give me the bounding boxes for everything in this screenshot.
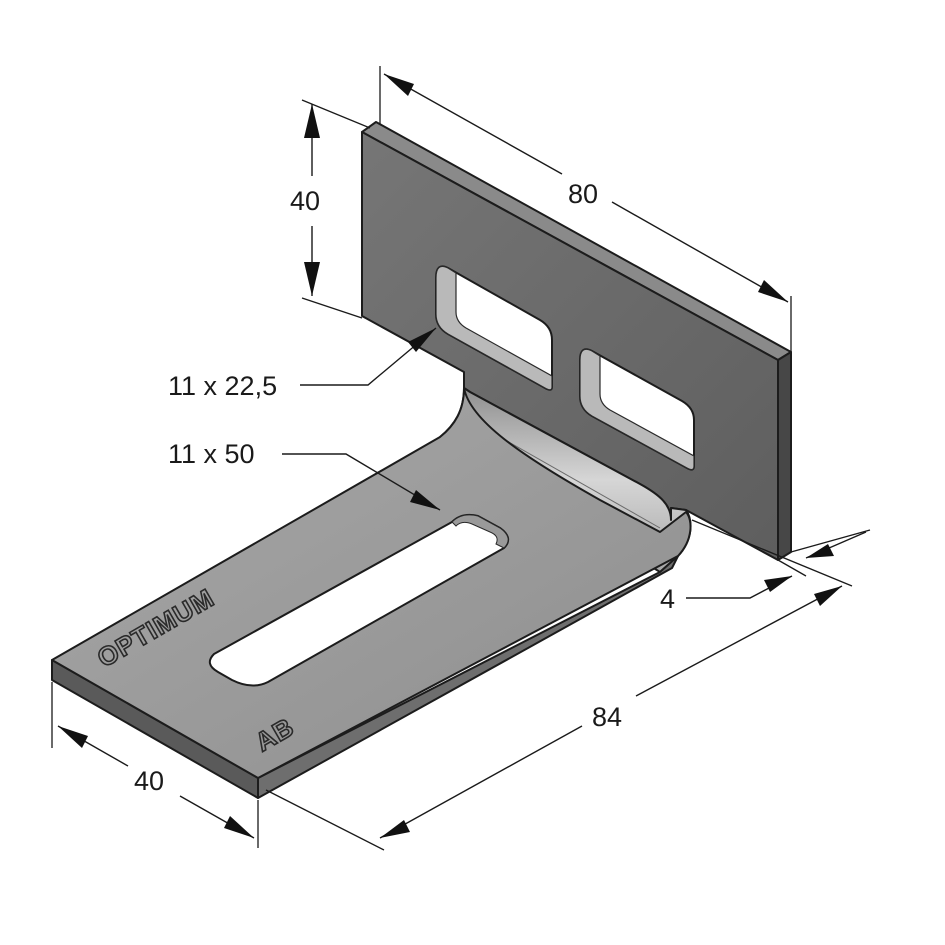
dim-thickness-label: 4 bbox=[660, 584, 675, 614]
dim-base-length: 84 bbox=[265, 519, 853, 851]
dim-thickness: 4 bbox=[660, 529, 871, 614]
upright-slot-right-wall bbox=[579, 348, 695, 471]
upright-slot-left-wall bbox=[435, 265, 553, 391]
leader-upright-slot-label: 11 x 22,5 bbox=[168, 371, 277, 401]
leader-upright-slot: 11 x 22,5 bbox=[168, 327, 437, 401]
dim-upright-width: 80 bbox=[379, 66, 792, 352]
dim-base-width-label: 40 bbox=[134, 766, 164, 796]
base-plate bbox=[51, 387, 692, 799]
dim-base-length-label: 84 bbox=[592, 702, 622, 732]
dim-base-width: 40 bbox=[51, 682, 259, 848]
dim-upright-width-label: 80 bbox=[568, 179, 598, 209]
upright-flange bbox=[361, 121, 792, 561]
leader-base-slot-label: 11 x 50 bbox=[168, 439, 255, 469]
dim-upright-height: 40 bbox=[290, 99, 371, 319]
upright-side-edge bbox=[777, 351, 792, 561]
dim-upright-height-label: 40 bbox=[290, 186, 320, 216]
base-slot-wall bbox=[451, 514, 509, 549]
leader-base-slot: 11 x 50 bbox=[168, 439, 441, 511]
